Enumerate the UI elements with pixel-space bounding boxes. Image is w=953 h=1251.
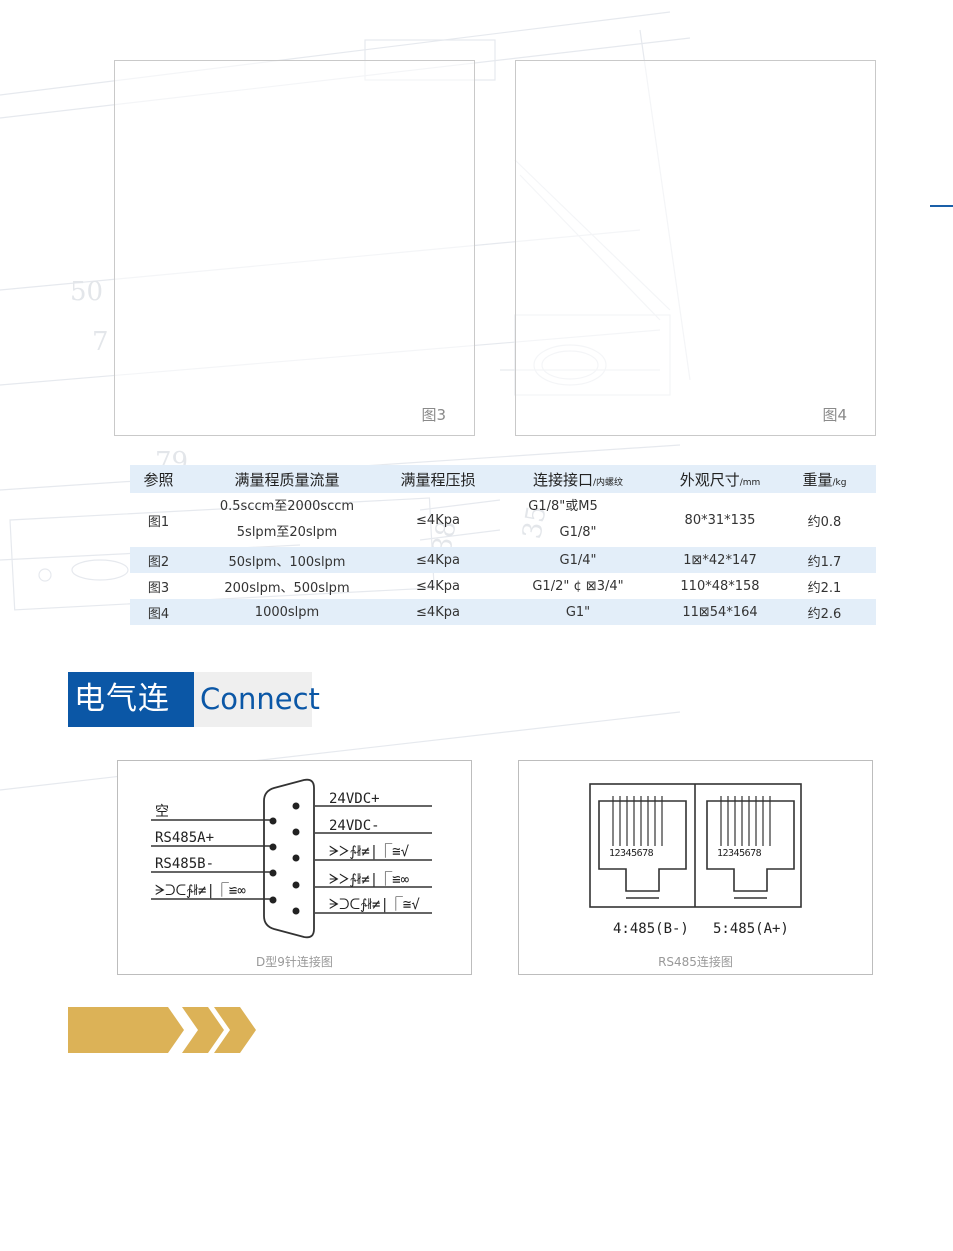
cell-ref: 图1 [147, 514, 170, 530]
header-weight: 重量/kg [773, 465, 876, 493]
cell-size: 11⊠54*164 [667, 599, 773, 625]
cell-flow: 50slpm、100slpm [187, 547, 387, 573]
section-title-cn: 电气连接 [68, 672, 194, 772]
spec-table: 参照 满量程质量流量 满量程压损 连接接口/内螺纹 外观尺寸/mm 重量/kg … [130, 465, 876, 625]
chevron-bar [68, 1007, 184, 1053]
figure-3-frame: 图3 [114, 60, 475, 436]
cell-pressure: ≤4Kpa [387, 547, 489, 573]
side-accent-line [930, 205, 953, 207]
rs485-label-b: 4:485(B-) [613, 921, 689, 937]
rs485-caption: RS485连接图 [658, 955, 733, 969]
table-row: 图4 1000slpm ≤4Kpa G1" 11⊠54*164 约2.6 [130, 599, 876, 625]
dsub-label-right-5: ᗒᑐᑕ∱∦≠|⎾≅√ [329, 897, 420, 913]
section-title-en: Connect [194, 672, 320, 727]
cell-pressure: ≤4Kpa [416, 578, 460, 594]
cell-port: G1/4" [489, 547, 667, 573]
dsub-label-left-1: 空 [155, 804, 169, 820]
header-port: 连接接口/内螺纹 [489, 465, 667, 493]
table-header-row: 参照 满量程质量流量 满量程压损 连接接口/内螺纹 外观尺寸/mm 重量/kg [130, 465, 876, 493]
cell-weight: 约1.7 [773, 547, 876, 573]
figure-4-frame: 图4 [515, 60, 876, 436]
cell-ref: 图4 [130, 599, 187, 625]
cell-pressure: ≤4Kpa [387, 599, 489, 625]
cell-weight: 约2.1 [807, 580, 842, 596]
cell-ref: 图2 [130, 547, 187, 573]
cell-weight: 约2.6 [773, 599, 876, 625]
rj45-pin-numbers-left: 12345678 [609, 848, 654, 859]
dsub9-diagram-box: 空 RS485A+ RS485B- ᗒᑐᑕ∱∦≠|⎾≌∞ 24VDC+ 24VD… [117, 760, 472, 975]
table-row: 图3 200slpm、500slpm ≤4Kpa G1/2" ¢ ⊠3/4" 1… [130, 573, 876, 599]
bg-number-7: 7 [92, 327, 109, 357]
dsub-label-left-3: RS485B- [155, 856, 214, 872]
bg-number-35: 35 [517, 503, 552, 541]
header-pressure: 满量程压损 [387, 465, 489, 493]
cell-size: 110*48*158 [680, 578, 760, 594]
dsub9-caption: D型9针连接图 [256, 955, 333, 969]
rj45-port-left [598, 800, 687, 892]
dsub-label-left-2: RS485A+ [155, 830, 214, 846]
cell-pressure: ≤4Kpa [416, 512, 460, 528]
cell-size: 80*31*135 [684, 512, 756, 528]
dsub-label-right-1: 24VDC+ [329, 791, 380, 807]
rs485-label-a: 5:485(A+) [713, 921, 789, 937]
bg-number-50: 50 [70, 277, 103, 307]
header-ref: 参照 [130, 465, 187, 493]
header-size: 外观尺寸/mm [667, 465, 773, 493]
rs485-diagram-box: 12345678 12345678 4:485(B-) 5:485(A+) RS… [518, 760, 873, 975]
figure-4-label: 图4 [822, 406, 847, 424]
dsub-label-right-4: ᗒᐳ∱∦≠|⎾≌∞ [329, 872, 410, 888]
chevron-arrow-icon [182, 1007, 224, 1053]
rj45-ports-drawing: 12345678 12345678 4:485(B-) 5:485(A+) [589, 783, 802, 937]
dsub-label-right-3: ᗒᐳ∱∦≠|⎾≅√ [329, 844, 410, 860]
gold-chevron-banner [68, 1007, 256, 1053]
cell-size: 1⊠*42*147 [667, 547, 773, 573]
header-flow: 满量程质量流量 [187, 465, 387, 493]
chevron-arrow-icon [214, 1007, 256, 1053]
dsub-label-left-4: ᗒᑐᑕ∱∦≠|⎾≌∞ [155, 883, 246, 899]
cell-weight: 约0.8 [807, 514, 842, 530]
dsub9-connector-drawing: 空 RS485A+ RS485B- ᗒᑐᑕ∱∦≠|⎾≌∞ 24VDC+ 24VD… [151, 778, 432, 939]
rj45-port-right [706, 800, 795, 892]
cell-ref: 图3 [147, 580, 170, 596]
section-heading-electrical: 电气连接 Connect [68, 672, 320, 772]
cell-flow: 200slpm、500slpm [224, 580, 350, 596]
dsub-shell-outline [263, 778, 315, 939]
table-row: 图2 50slpm、100slpm ≤4Kpa G1/4" 1⊠*42*147 … [130, 547, 876, 573]
figure-3-label: 图3 [421, 406, 446, 424]
cell-port: G1/2" ¢ ⊠3/4" [532, 578, 624, 594]
cell-flow: 1000slpm [187, 599, 387, 625]
rj45-pin-numbers-right: 12345678 [717, 848, 762, 859]
cell-port: G1" [489, 599, 667, 625]
dsub-label-right-2: 24VDC- [329, 818, 380, 834]
